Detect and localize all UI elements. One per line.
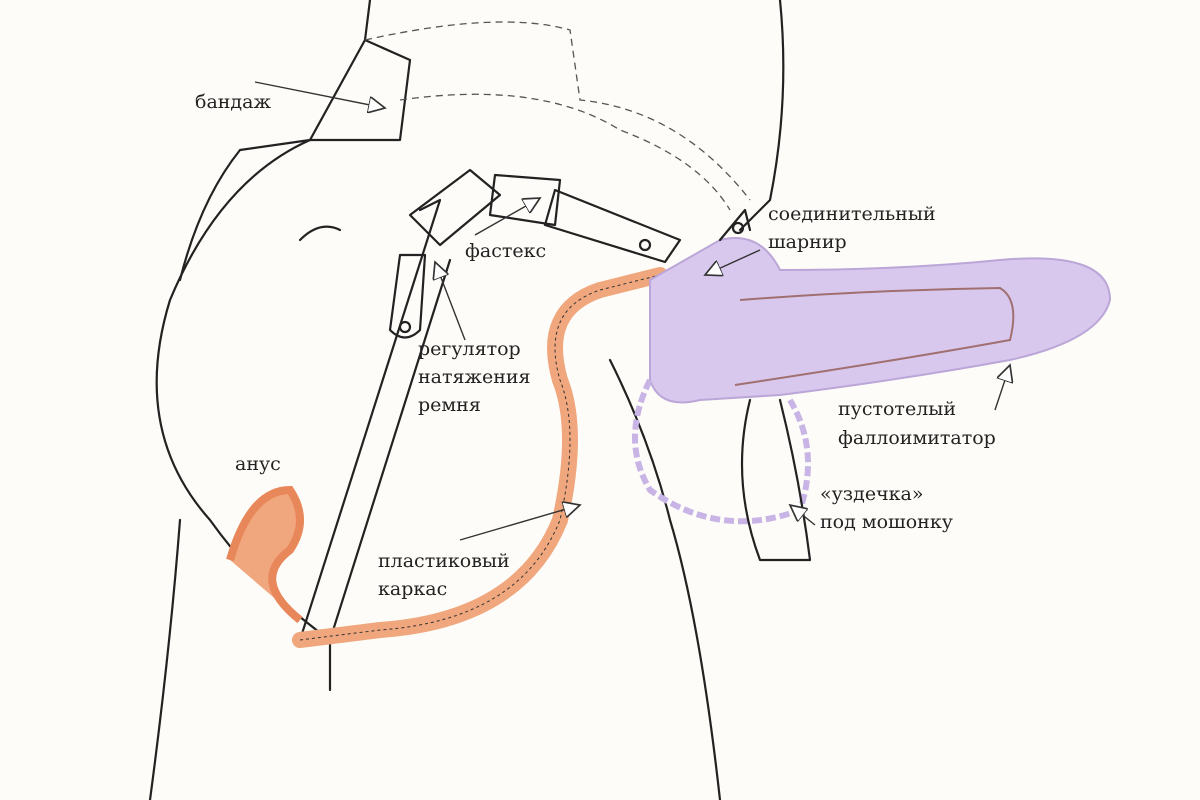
label-hinge-2: шарнир xyxy=(768,231,847,253)
fastex-buckle xyxy=(408,168,682,264)
label-bridle-1: «уздечка» xyxy=(820,483,924,505)
label-phallus-1: пустотелый xyxy=(838,398,956,420)
label-phallus-2: фаллоимитатор xyxy=(838,427,996,449)
bandage xyxy=(308,21,751,211)
plastic-frame xyxy=(226,258,731,648)
callout-arrows xyxy=(254,81,1010,541)
label-frame-2: каркас xyxy=(378,578,447,600)
label-bridle-2: под мошонку xyxy=(820,511,953,533)
label-fastex: фастекс xyxy=(465,240,546,262)
label-hinge-1: соединительный xyxy=(768,203,936,225)
label-regulator-2: натяжения xyxy=(418,366,531,388)
strap xyxy=(298,198,452,642)
label-frame-1: пластиковый xyxy=(378,550,510,572)
label-bandage: бандаж xyxy=(195,91,271,113)
label-regulator-1: регулятор xyxy=(418,338,521,360)
label-regulator-3: ремня xyxy=(418,394,481,416)
label-anus: анус xyxy=(235,453,281,475)
phallus-prosthesis xyxy=(632,208,1112,562)
